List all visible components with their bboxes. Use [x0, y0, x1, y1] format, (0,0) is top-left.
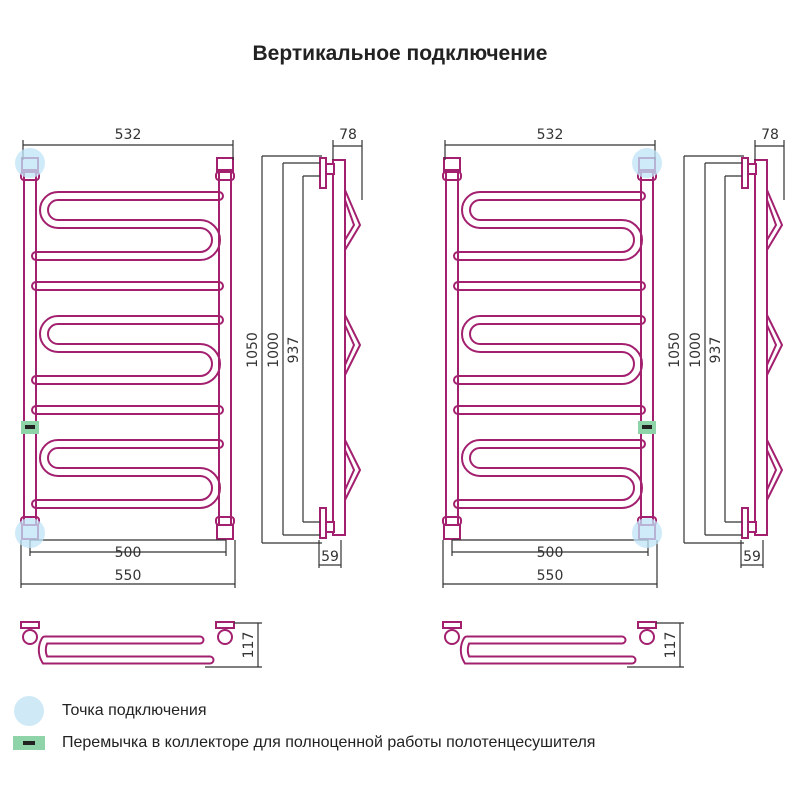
- dim-1000: 1000: [688, 332, 704, 368]
- connection-point-icon: [632, 148, 662, 178]
- legend-jumper: Перемычка в коллекторе для полноценной р…: [62, 734, 596, 751]
- dim-117: 117: [663, 632, 679, 659]
- dim-500: 500: [537, 545, 564, 561]
- dim-59: 59: [743, 549, 761, 565]
- dim-937: 937: [286, 337, 302, 364]
- connection-point-icon: [15, 148, 45, 178]
- dim-1050: 1050: [245, 332, 261, 368]
- dim-550: 550: [115, 568, 142, 584]
- dim-59: 59: [321, 549, 339, 565]
- dim-1050: 1050: [667, 332, 683, 368]
- left-diagram: [21, 140, 362, 667]
- page-title: Вертикальное подключение: [252, 42, 548, 65]
- dim-937: 937: [708, 337, 724, 364]
- dim-117: 117: [241, 632, 257, 659]
- dim-550: 550: [537, 568, 564, 584]
- dim-532: 532: [537, 127, 564, 143]
- dim-532: 532: [115, 127, 142, 143]
- right-diagram: [443, 140, 784, 667]
- dim-78: 78: [761, 127, 779, 143]
- legend-connection-icon: [14, 696, 44, 726]
- connection-point-icon: [632, 518, 662, 548]
- legend-connection-point: Точка подключения: [62, 702, 207, 719]
- dim-1000: 1000: [266, 332, 282, 368]
- connection-point-icon: [15, 518, 45, 548]
- dim-500: 500: [115, 545, 142, 561]
- dim-78: 78: [339, 127, 357, 143]
